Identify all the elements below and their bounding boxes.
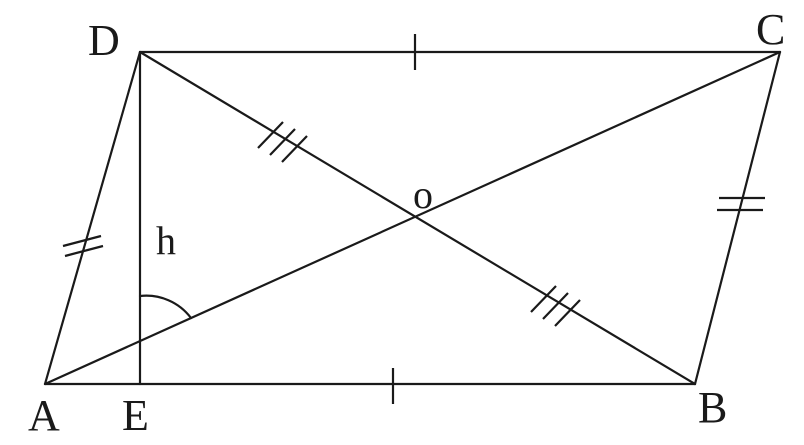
side-ad <box>43 50 142 386</box>
label-vertex-c: C <box>756 5 785 54</box>
tick-ad-2 <box>64 244 104 258</box>
tick-ob-1 <box>530 285 557 313</box>
tick-ob-3 <box>554 299 581 327</box>
label-vertex-a: A <box>28 391 60 440</box>
diagonal-ac <box>43 50 782 386</box>
diagonal-db <box>138 50 697 386</box>
label-height-h: h <box>156 218 176 263</box>
label-center-o: o <box>413 172 433 217</box>
tick-do-2 <box>269 128 296 156</box>
angle-arc <box>138 294 193 320</box>
tick-ob-2 <box>542 292 569 320</box>
tick-ad-1 <box>62 234 102 248</box>
tick-do-1 <box>257 121 284 149</box>
side-bc <box>693 50 782 386</box>
label-vertex-e: E <box>122 391 149 440</box>
tick-do-3 <box>281 135 308 163</box>
label-vertex-b: B <box>698 383 727 432</box>
label-vertex-d: D <box>88 16 120 65</box>
